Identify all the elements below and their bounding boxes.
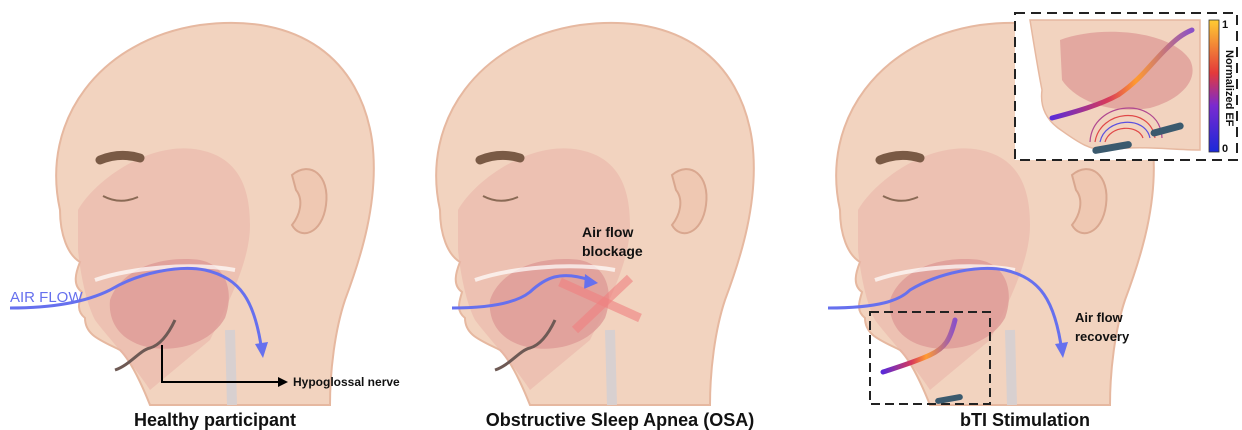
colorbar-icon bbox=[1209, 20, 1219, 152]
colorbar-min: 0 bbox=[1222, 143, 1228, 155]
head-icon bbox=[436, 23, 754, 405]
inset: 1 0 Normalized EF bbox=[1015, 13, 1237, 160]
colorbar-max: 1 bbox=[1222, 19, 1228, 31]
panel-bti: Air flow recovery bTI Stimulation 1 0 No… bbox=[828, 13, 1237, 430]
nerve-label: Hypoglossal nerve bbox=[293, 375, 400, 389]
colorbar-label: Normalized EF bbox=[1223, 50, 1235, 127]
recovery-label-2: recovery bbox=[1075, 329, 1130, 344]
caption-healthy: Healthy participant bbox=[134, 410, 296, 430]
blockage-label-1: Air flow bbox=[582, 224, 633, 240]
panel-osa: Air flow blockage Obstructive Sleep Apne… bbox=[436, 23, 754, 430]
recovery-label-1: Air flow bbox=[1075, 310, 1124, 325]
blockage-label-2: blockage bbox=[582, 243, 643, 259]
head-icon bbox=[56, 23, 374, 405]
caption-osa: Obstructive Sleep Apnea (OSA) bbox=[486, 410, 754, 430]
caption-bti: bTI Stimulation bbox=[960, 410, 1090, 430]
panel-healthy: AIR FLOW Hypoglossal nerve Healthy parti… bbox=[10, 23, 400, 430]
airflow-label: AIR FLOW bbox=[10, 289, 83, 306]
